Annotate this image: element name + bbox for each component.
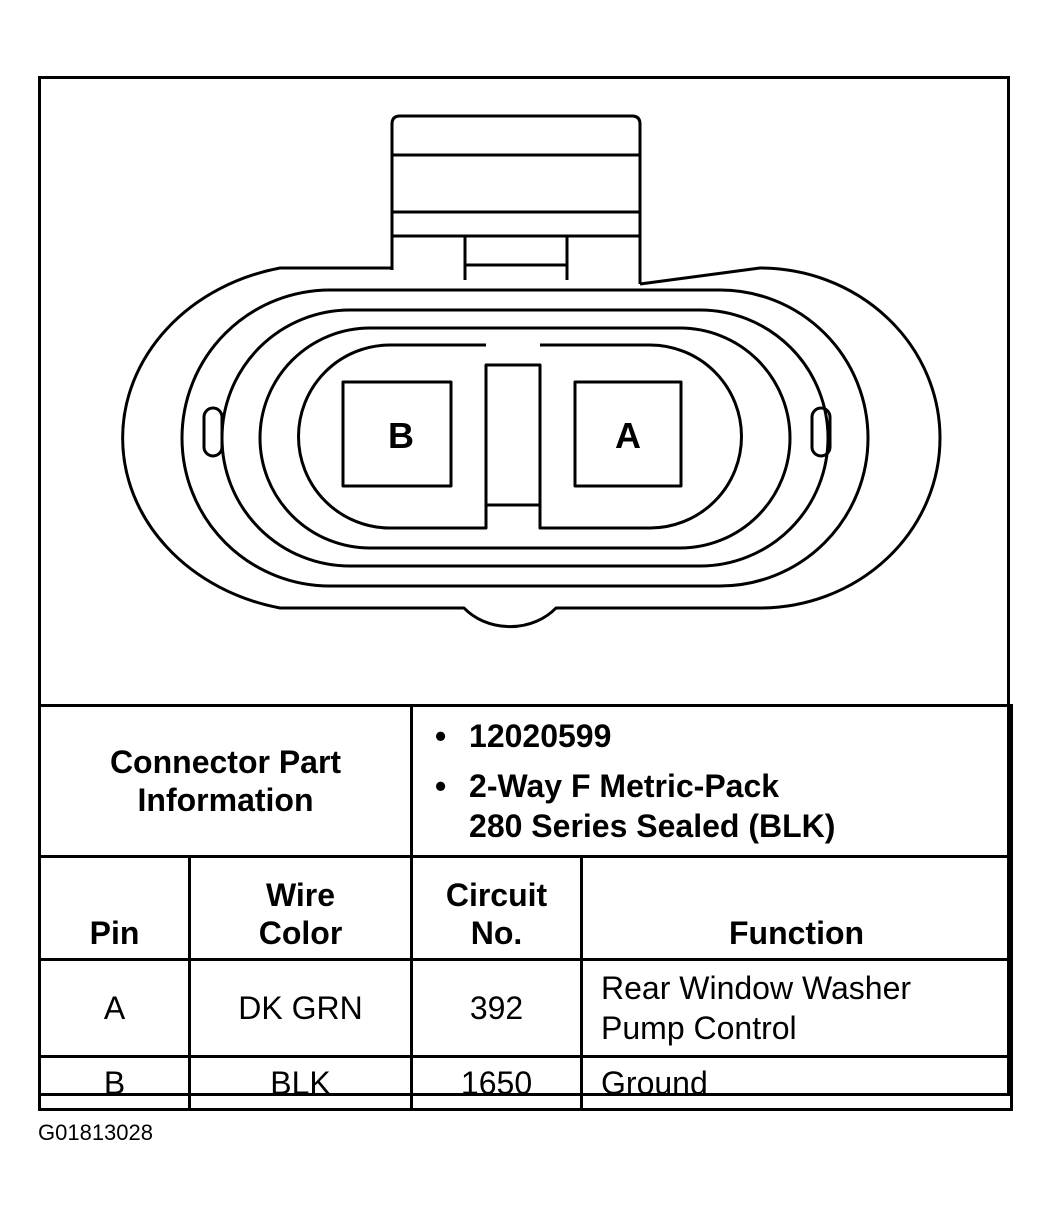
connector-info-label-line2: Information (137, 782, 314, 818)
header-pin-text: Pin (89, 915, 140, 951)
pin-b-label: B (388, 415, 414, 456)
part-number: 12020599 (435, 716, 1010, 756)
table-row: A DK GRN 392 Rear Window Washer Pump Con… (38, 958, 1014, 1058)
pin-b-cavity (341, 380, 453, 488)
header-wire-line1: Wire (265, 877, 336, 913)
header-wire-line2: Color (258, 915, 343, 951)
row-b-pin: B (38, 1055, 191, 1111)
pin-a-cavity (573, 380, 683, 488)
header-pin: Pin (38, 855, 191, 961)
connector-body (121, 266, 942, 629)
left-clip (202, 406, 224, 458)
connector-info-label-line1: Connector Part (109, 744, 342, 780)
center-key (484, 363, 542, 507)
pin-a-label: A (615, 415, 641, 456)
connector-info-label: Connector Part Information (37, 704, 414, 858)
header-circuit-line2: No. (470, 915, 523, 951)
figure-id: G01813028 (38, 1120, 153, 1145)
header-circuit: Circuit No. (410, 855, 584, 961)
table-row: B BLK 1650 Ground (38, 1055, 1014, 1111)
connector-description-line1: 2-Way F Metric-Pack (435, 766, 1010, 806)
connector-table: Connector Part Information 12020599 2-Wa… (37, 704, 1014, 1111)
row-a-function-line1: Rear Window Washer (601, 970, 912, 1006)
row-a-function-line2: Pump Control (601, 1010, 797, 1046)
connector-info-row: Connector Part Information 12020599 2-Wa… (37, 704, 1014, 858)
connector-description-line2: 280 Series Sealed (BLK) (469, 808, 836, 844)
header-wire-color: Wire Color (187, 855, 414, 961)
row-b-circuit: 1650 (410, 1055, 584, 1111)
row-b-function-line1: Ground (601, 1065, 708, 1101)
row-a-circuit: 392 (410, 958, 584, 1058)
right-clip (810, 406, 832, 458)
header-function-text: Function (728, 915, 865, 951)
row-a-function: Rear Window Washer Pump Control (580, 958, 1014, 1058)
row-a-pin: A (38, 958, 191, 1058)
row-b-wire-color: BLK (187, 1055, 414, 1111)
header-function: Function (580, 855, 1014, 961)
table-header-row: Pin Wire Color Circuit No. Function (38, 855, 1014, 961)
row-b-function: Ground (580, 1055, 1014, 1111)
connector-info-value: 12020599 2-Way F Metric-Pack 280 Series … (410, 704, 1014, 858)
header-circuit-line1: Circuit (445, 877, 548, 913)
locking-tab (390, 114, 642, 284)
row-a-wire-color: DK GRN (187, 958, 414, 1058)
